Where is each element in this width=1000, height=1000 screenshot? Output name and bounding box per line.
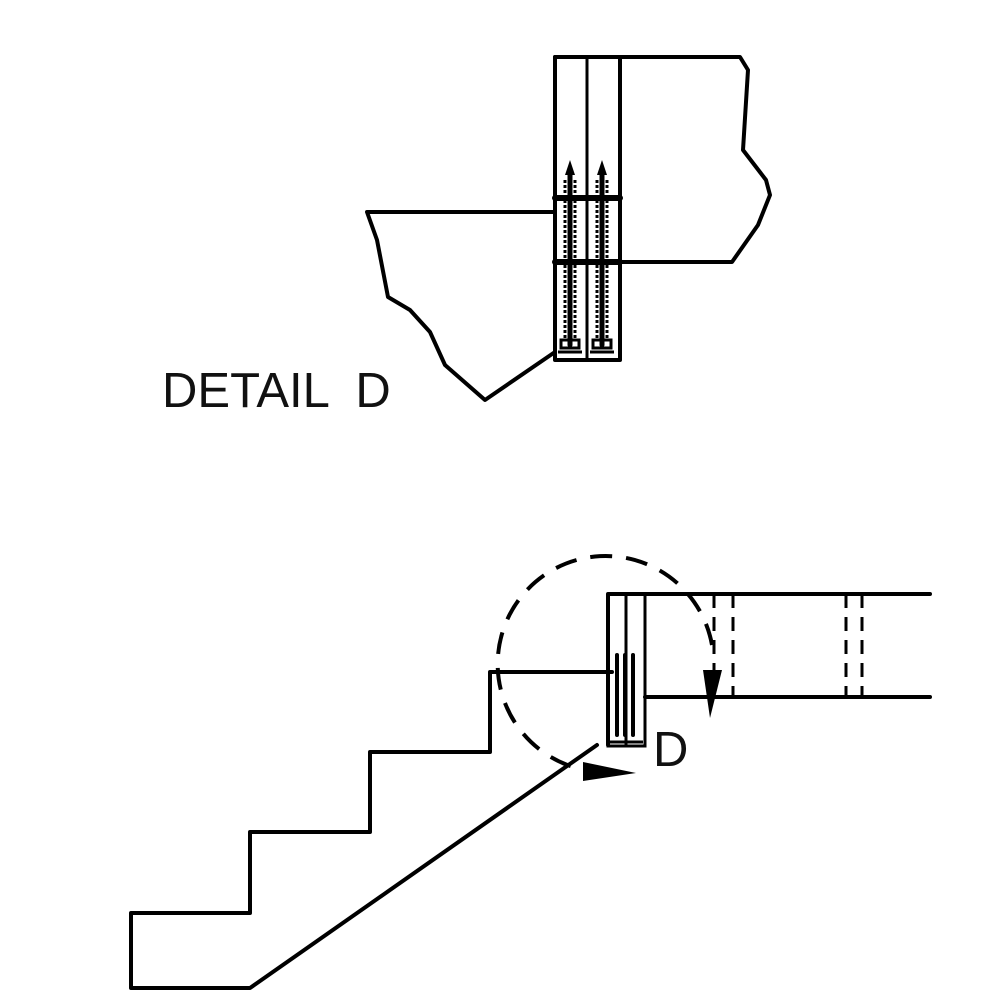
callout-arrow-down-icon [703, 670, 722, 718]
lag-screw-icon [558, 160, 582, 354]
detail-title: DETAIL D [162, 364, 391, 418]
landing-joist-outline [553, 55, 772, 264]
stair-stringer-profile [129, 670, 614, 990]
stair-elevation-view: D [129, 554, 932, 990]
lag-screw-icon [610, 653, 643, 744]
detail-d-view: DETAIL D [162, 55, 772, 418]
lag-screw-icon [590, 160, 614, 354]
callout-arrow-right-icon [583, 762, 636, 781]
stringer-section-outline [365, 210, 557, 402]
callout-letter: D [653, 723, 688, 777]
detail-callout-circle [495, 554, 714, 772]
